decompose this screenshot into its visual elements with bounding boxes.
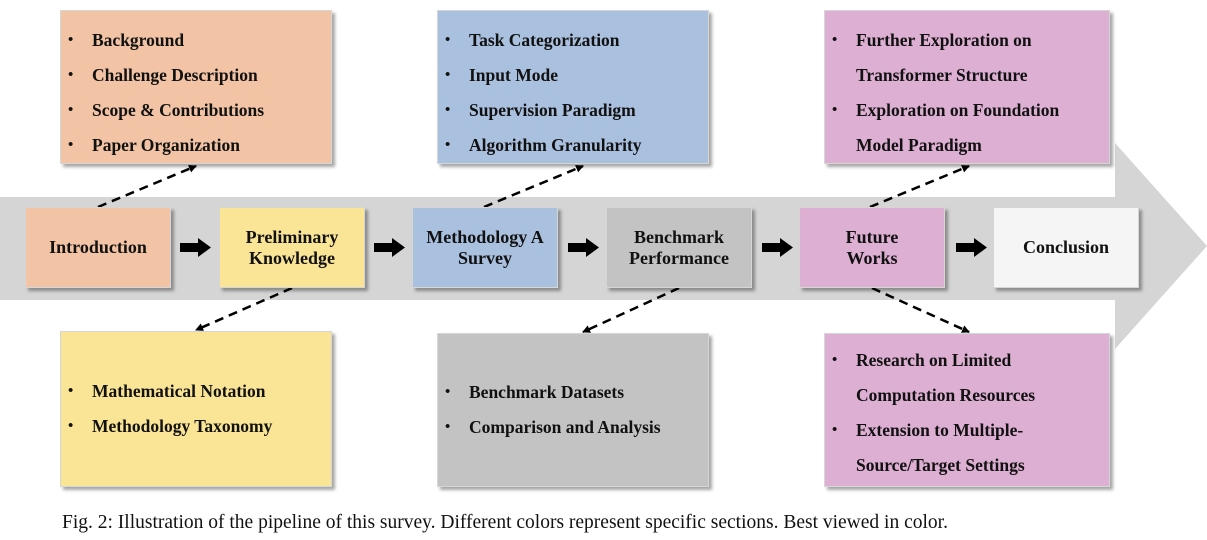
- stage-methodology: Methodology A Survey: [412, 207, 558, 288]
- list-item: Input Mode: [438, 58, 708, 93]
- right-arrow-icon: [180, 238, 211, 257]
- stage-conclusion-label: Conclusion: [1022, 237, 1110, 257]
- list-item: Background: [61, 23, 331, 58]
- list-item: Algorithm Granularity: [438, 128, 708, 163]
- list-item: Methodology Taxonomy: [61, 409, 272, 444]
- connector-benchmark: [582, 286, 680, 334]
- detail-future-top-list: Further Exploration on Transformer Struc…: [825, 23, 1109, 163]
- list-item: Challenge Description: [61, 58, 331, 93]
- detail-methodology: Task Categorization Input Mode Supervisi…: [437, 10, 709, 164]
- list-item: Scope & Contributions: [61, 93, 331, 128]
- stage-preliminary: Preliminary Knowledge: [219, 207, 365, 288]
- list-item: Exploration on Foundation Model Paradigm: [825, 93, 1109, 163]
- detail-future-top: Further Exploration on Transformer Struc…: [824, 10, 1110, 164]
- connector-preliminary: [195, 286, 293, 332]
- stage-conclusion: Conclusion: [993, 207, 1139, 288]
- connector-future-top: [869, 164, 970, 209]
- stage-preliminary-label: Preliminary Knowledge: [245, 226, 339, 268]
- list-item: Task Categorization: [438, 23, 708, 58]
- detail-preliminary: Mathematical Notation Methodology Taxono…: [60, 331, 332, 487]
- list-item: Further Exploration on Transformer Struc…: [825, 23, 1109, 93]
- stage-benchmark: Benchmark Performance: [606, 207, 752, 288]
- detail-introduction: Background Challenge Description Scope &…: [60, 10, 332, 164]
- stage-introduction: Introduction: [25, 207, 171, 288]
- detail-benchmark: Benchmark Datasets Comparison and Analys…: [437, 333, 709, 487]
- pipeline-diagram: Introduction Preliminary Knowledge Metho…: [0, 0, 1207, 500]
- stage-future-label: Future Works: [845, 226, 899, 268]
- connector-layer: [0, 143, 1207, 349]
- list-item: Benchmark Datasets: [438, 375, 661, 410]
- detail-future-bottom-list: Research on Limited Computation Resource…: [825, 343, 1109, 483]
- connector-introduction: [97, 164, 197, 209]
- detail-methodology-list: Task Categorization Input Mode Supervisi…: [438, 23, 708, 163]
- list-item: Supervision Paradigm: [438, 93, 708, 128]
- detail-future-bottom: Research on Limited Computation Resource…: [824, 333, 1110, 487]
- pipeline-band-arrow: [0, 143, 1207, 349]
- right-arrow-icon: [956, 238, 987, 257]
- list-item: Mathematical Notation: [61, 374, 272, 409]
- list-item: Comparison and Analysis: [438, 410, 661, 445]
- stage-future: Future Works: [799, 207, 945, 288]
- right-arrow-icon: [568, 238, 599, 257]
- list-item: Research on Limited Computation Resource…: [825, 343, 1109, 413]
- dashed-connectors: [97, 164, 970, 334]
- stage-introduction-label: Introduction: [49, 237, 147, 257]
- stage-arrows: [180, 238, 987, 257]
- connector-methodology: [483, 164, 584, 209]
- right-arrow-icon: [374, 238, 405, 257]
- connector-future-bottom: [871, 286, 970, 334]
- list-item: Extension to Multiple-Source/Target Sett…: [825, 413, 1109, 483]
- stage-methodology-label: Methodology A Survey: [426, 226, 544, 268]
- right-arrow-icon: [762, 238, 793, 257]
- stage-benchmark-label: Benchmark Performance: [629, 226, 729, 268]
- figure-caption: Fig. 2: Illustration of the pipeline of …: [62, 512, 948, 533]
- list-item: Paper Organization: [61, 128, 331, 163]
- detail-benchmark-list: Benchmark Datasets Comparison and Analys…: [438, 375, 661, 445]
- detail-preliminary-list: Mathematical Notation Methodology Taxono…: [61, 374, 272, 444]
- detail-introduction-list: Background Challenge Description Scope &…: [61, 23, 331, 163]
